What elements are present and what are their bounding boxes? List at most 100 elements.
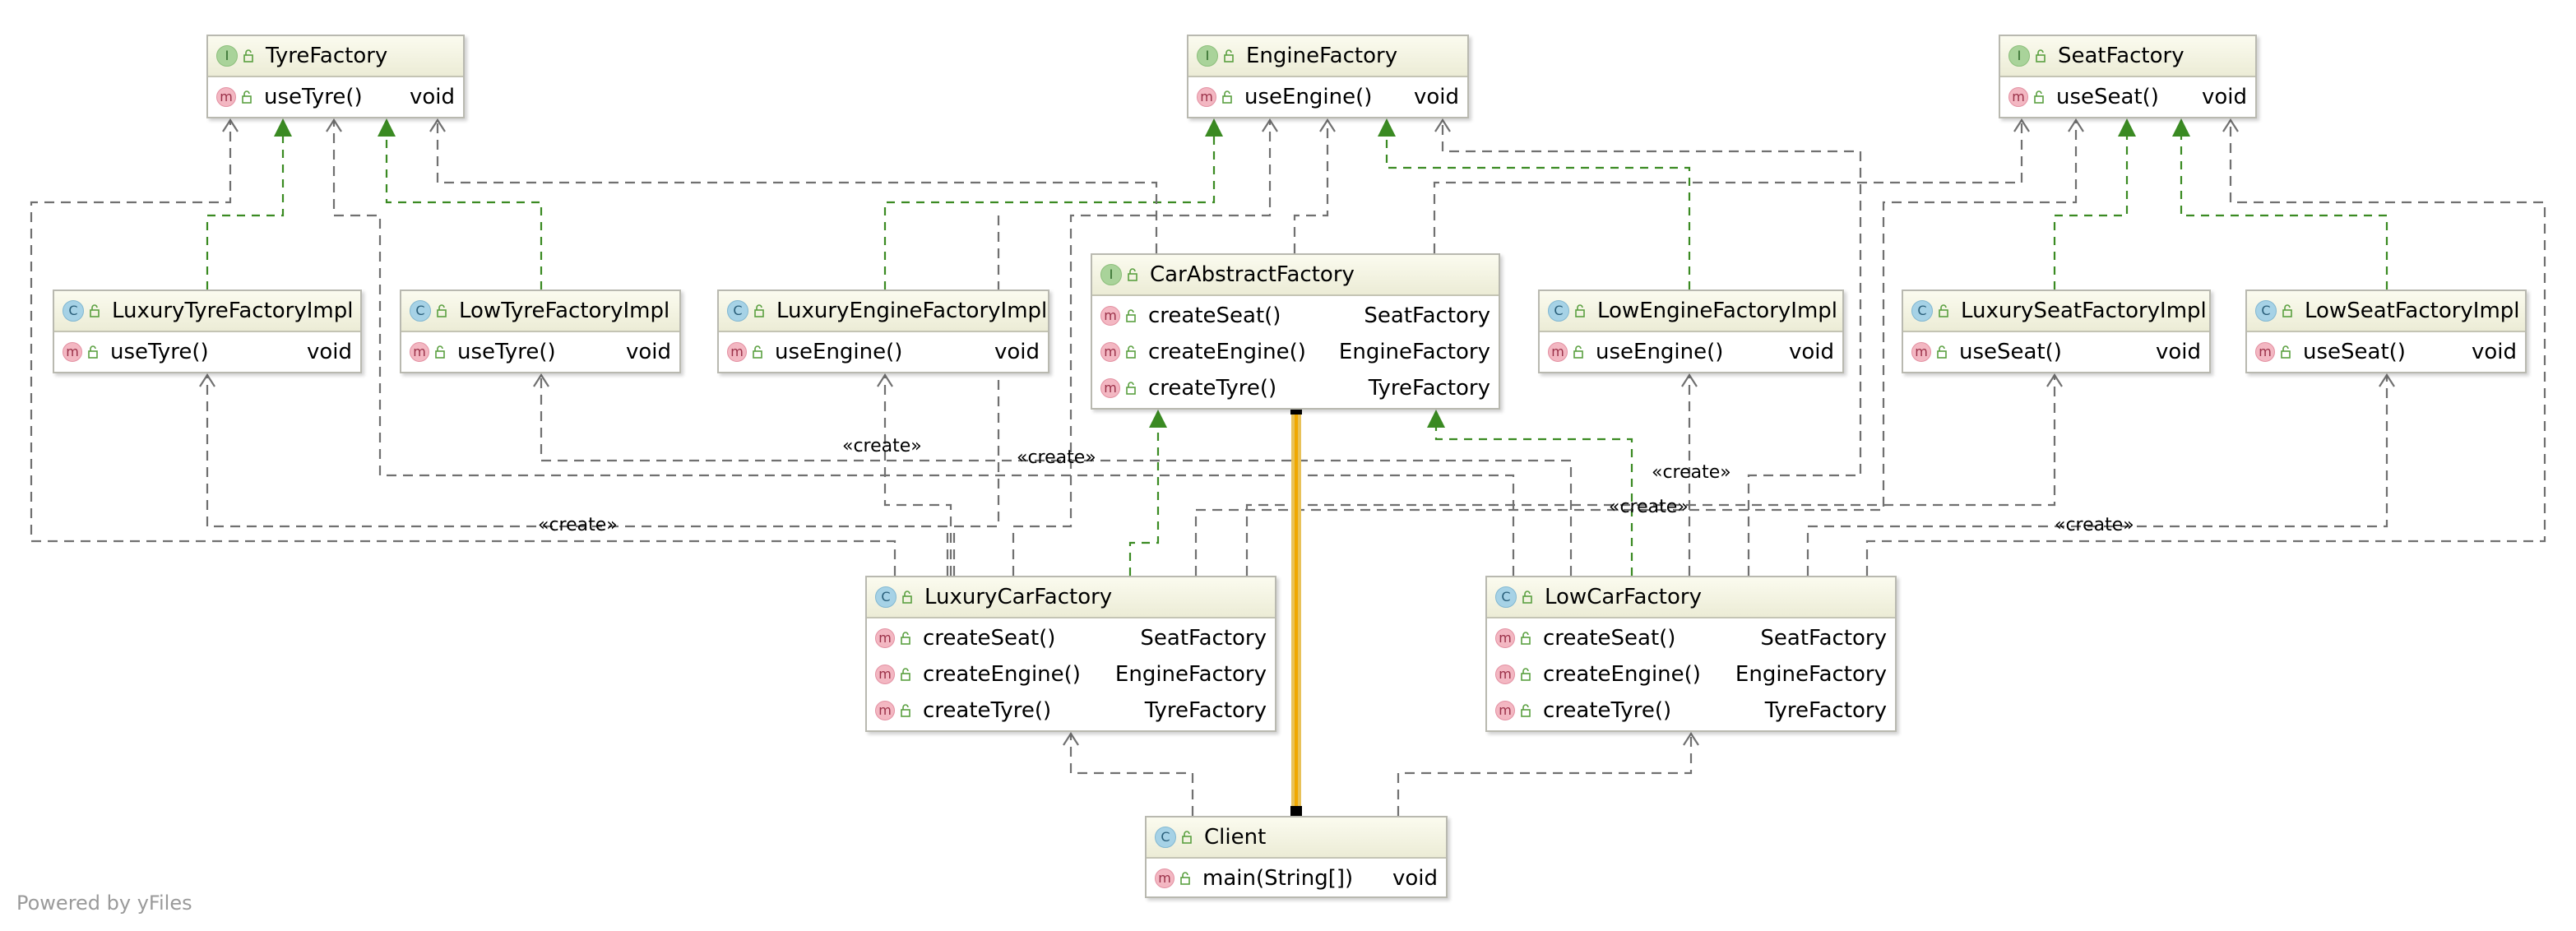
public-lock-icon [1938,304,1951,317]
dependency-arrowhead [2046,373,2063,387]
class-icon: C [2255,300,2277,322]
method-name: createTyre() [923,698,1052,723]
create-stereotype-label: «create» [1017,447,1096,468]
public-lock-icon [1520,704,1533,717]
method-name: main(String[]) [1202,866,1354,891]
dependency-edge [1865,120,2546,576]
public-lock-icon [1221,90,1235,104]
dependency-arrowhead [1063,731,1079,746]
implements-edge [385,137,543,289]
method-return-type: void [306,340,352,364]
node-name: LuxuryTyreFactoryImpl [112,299,354,323]
public-lock-icon [1574,304,1587,317]
dependency-arrowhead [1262,118,1278,132]
implements-edge [206,137,285,289]
node-name: LowEngineFactoryImpl [1597,299,1838,323]
public-lock-icon [1520,632,1533,645]
public-lock-icon [900,668,913,681]
method-icon: m [410,342,429,362]
public-lock-icon [1127,268,1140,281]
node-name: LowCarFactory [1545,585,1702,609]
method-name: useEngine() [1244,85,1373,109]
method-return-type: TyreFactory [1368,376,1490,401]
method-return-type: void [625,340,671,364]
public-lock-icon [2035,49,2048,63]
dependency-arrowhead [199,373,215,387]
implements-edge [1385,137,1691,289]
public-lock-icon [89,304,102,317]
implements-edge [1128,428,1160,576]
public-lock-icon [434,345,447,359]
dependency-arrowhead [326,118,342,132]
dependency-arrowhead [1434,118,1451,132]
class-icon: C [1911,300,1933,322]
association-end-marker [1290,806,1302,818]
class-icon: C [1495,586,1517,608]
method-name: createSeat() [1543,626,1676,651]
public-lock-icon [2280,345,2293,359]
method-icon: m [216,87,236,107]
method-name: createEngine() [1148,340,1306,364]
implements-arrowhead [1205,118,1223,137]
interface-icon: I [1100,264,1122,285]
public-lock-icon [1125,345,1138,359]
dependency-arrowhead [1683,731,1699,746]
public-lock-icon [436,304,449,317]
create-stereotype-label: «create» [842,436,922,456]
dependency-arrowhead [1319,118,1336,132]
dependency-arrowhead [2068,118,2084,132]
method-name: useEngine() [1596,340,1724,364]
method-return-type: EngineFactory [1338,340,1490,364]
method-name: useSeat() [1959,340,2062,364]
public-lock-icon [241,90,254,104]
implements-arrowhead [2118,118,2136,137]
dependency-edge [30,120,897,576]
method-return-type: SeatFactory [1140,626,1267,651]
public-lock-icon [900,704,913,717]
public-lock-icon [1573,345,1586,359]
method-return-type: TyreFactory [1764,698,1887,723]
node-name: Client [1204,825,1267,850]
public-lock-icon [752,345,765,359]
method-name: createEngine() [923,662,1081,687]
